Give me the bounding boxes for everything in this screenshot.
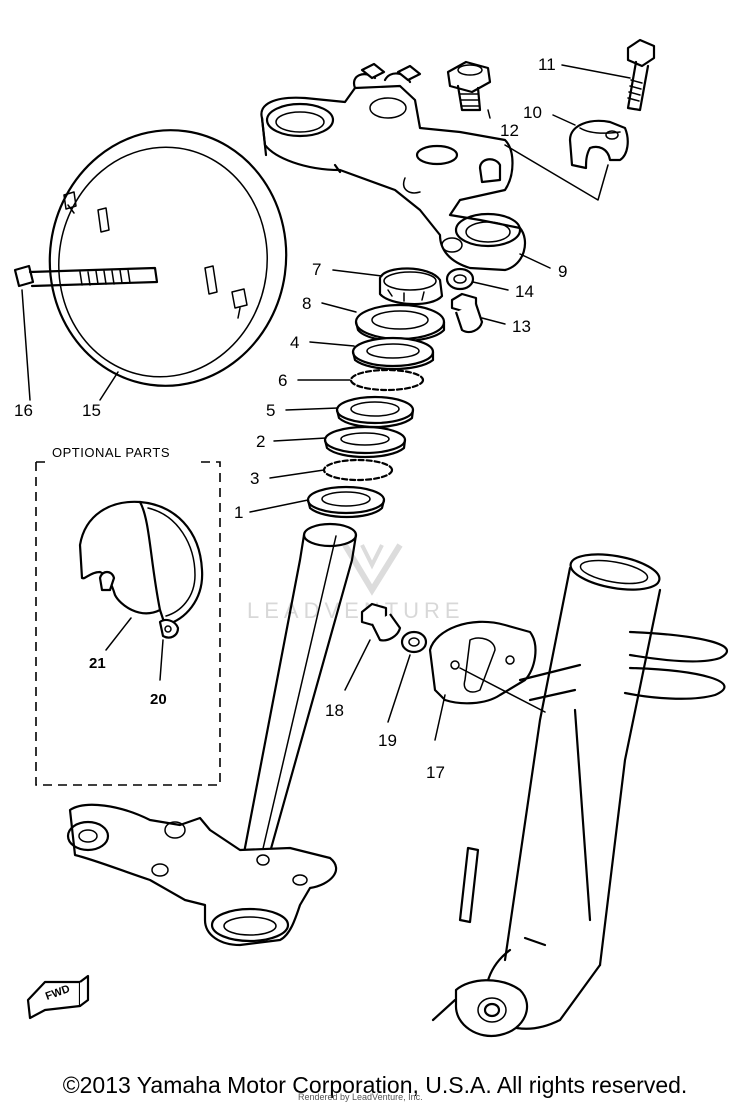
callout-11: 11: [538, 55, 556, 74]
part-18-bolt: [360, 602, 402, 642]
copyright-notice: ©2013 Yamaha Motor Corporation, U.S.A. A…: [62, 1072, 688, 1098]
callout-19: 19: [378, 731, 397, 750]
part-6-ball-bearings: [349, 368, 425, 392]
clamp-link-line: [504, 144, 609, 201]
part-5-bearing-race: [335, 395, 415, 429]
callout-8: 8: [302, 294, 311, 313]
part-11-bolt: [626, 38, 656, 112]
part-3-ball-bearings: [322, 458, 394, 482]
part-8-dust-seal: [354, 303, 446, 343]
leader-lines: [21, 64, 631, 741]
callout-10: 10: [523, 103, 542, 122]
callout-14: 14: [515, 282, 534, 301]
part-13-bolt: [450, 292, 484, 334]
callout-2: 2: [256, 432, 265, 451]
callout-15: 15: [82, 401, 101, 420]
steering-stem: [233, 522, 358, 902]
callout-12: 12: [500, 121, 519, 140]
callout-21: 21: [89, 655, 106, 672]
fork-leg: [431, 553, 662, 1038]
callout-7: 7: [312, 260, 321, 279]
part-20-clip: [158, 618, 180, 639]
part-7-ring-nut: [378, 267, 444, 306]
callout-13: 13: [512, 317, 531, 336]
lower-bracket: [66, 803, 338, 947]
watermark: LEADVENTURE: [247, 543, 465, 623]
part-4-bearing-race: [351, 336, 435, 371]
callout-20: 20: [150, 691, 167, 708]
part-10-handlebar-clamp: [568, 119, 629, 170]
part-12-bolt: [446, 60, 492, 112]
callout-6: 6: [278, 371, 287, 390]
callout-1: 1: [234, 503, 243, 522]
callout-5: 5: [266, 401, 275, 420]
optional-parts-label: OPTIONAL PARTS: [52, 445, 170, 460]
callout-18: 18: [325, 701, 344, 720]
part-2-bearing-race: [323, 425, 407, 459]
callout-3: 3: [250, 469, 259, 488]
part-9-upper-bracket: [260, 62, 527, 272]
part-17-fender-bracket: [428, 620, 728, 713]
part-21-cover: [78, 500, 204, 627]
part-15-headlight-plate: [48, 129, 288, 387]
fwd-arrow: FWD: [26, 974, 90, 1020]
callout-17: 17: [426, 763, 445, 782]
part-16-bolt: [13, 264, 159, 288]
part-14-washer: [445, 267, 475, 291]
part-19-washer: [400, 630, 428, 654]
callout-4: 4: [290, 333, 299, 352]
callouts: 11 12 10 9 14 13 7 8 4 6 5 2 3 1 16 15 1…: [14, 55, 567, 782]
part-1-seal: [306, 485, 386, 519]
watermark-text: LEADVENTURE: [247, 598, 465, 623]
callout-16: 16: [14, 401, 33, 420]
optional-parts-box: OPTIONAL PARTS: [35, 445, 221, 786]
callout-9: 9: [558, 262, 567, 281]
rendered-by-notice: Rendered by LeadVenture, Inc.: [298, 1092, 423, 1102]
